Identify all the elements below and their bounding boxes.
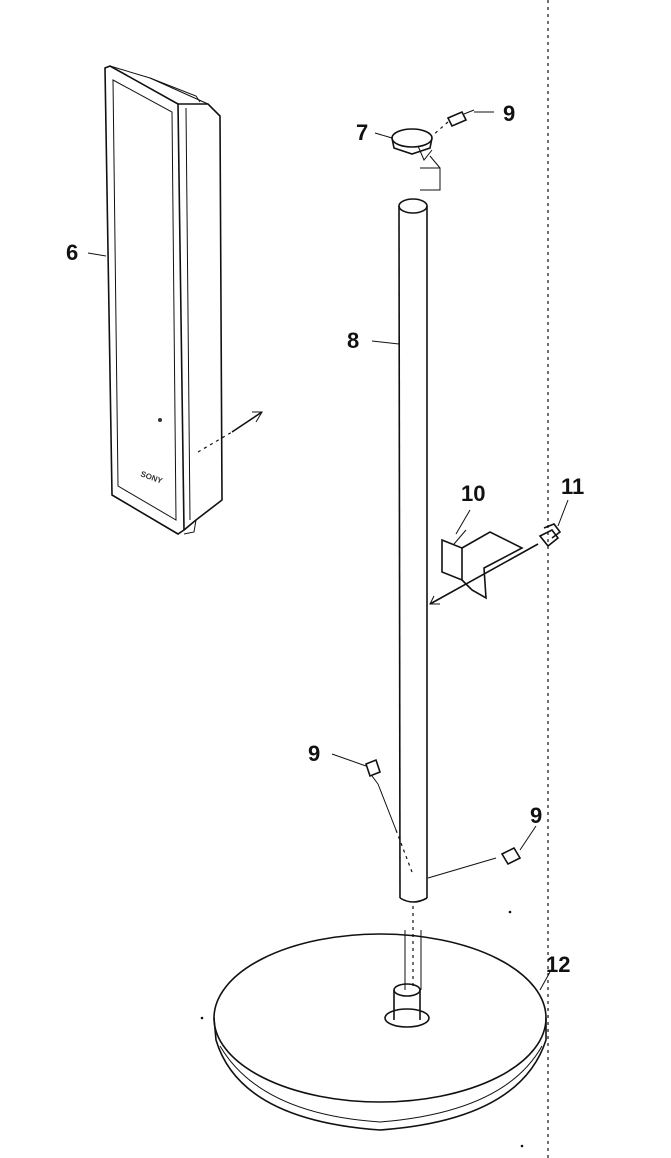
callout-leader-7	[374, 132, 393, 139]
speaker-cabinet: SONY	[87, 65, 263, 535]
top-cap	[374, 128, 441, 191]
callout-leader-6	[87, 252, 107, 257]
callout-8: 8	[347, 328, 359, 353]
bracket-screw	[538, 499, 569, 548]
callout-leader-9c	[519, 825, 537, 851]
callout-10: 10	[461, 481, 485, 506]
callout-7: 7	[356, 120, 368, 145]
callout-9-right: 9	[530, 803, 542, 828]
mounting-bracket	[429, 509, 539, 605]
callout-leader-9b	[331, 753, 367, 767]
top-screw	[431, 109, 494, 137]
callout-11: 11	[561, 474, 584, 499]
callout-12: 12	[546, 952, 570, 977]
left-screw	[331, 753, 413, 873]
brand-logo: SONY	[139, 469, 164, 485]
callout-leader-12	[539, 971, 551, 991]
callout-leader-11	[557, 499, 569, 527]
round-base	[213, 933, 551, 1131]
pole	[371, 198, 428, 990]
callout-9-left: 9	[308, 741, 320, 766]
callout-9-top: 9	[503, 101, 515, 126]
right-screw	[427, 825, 537, 879]
callout-leader-10	[455, 509, 471, 535]
callout-leader-8	[371, 340, 400, 345]
callout-6: 6	[66, 240, 78, 265]
